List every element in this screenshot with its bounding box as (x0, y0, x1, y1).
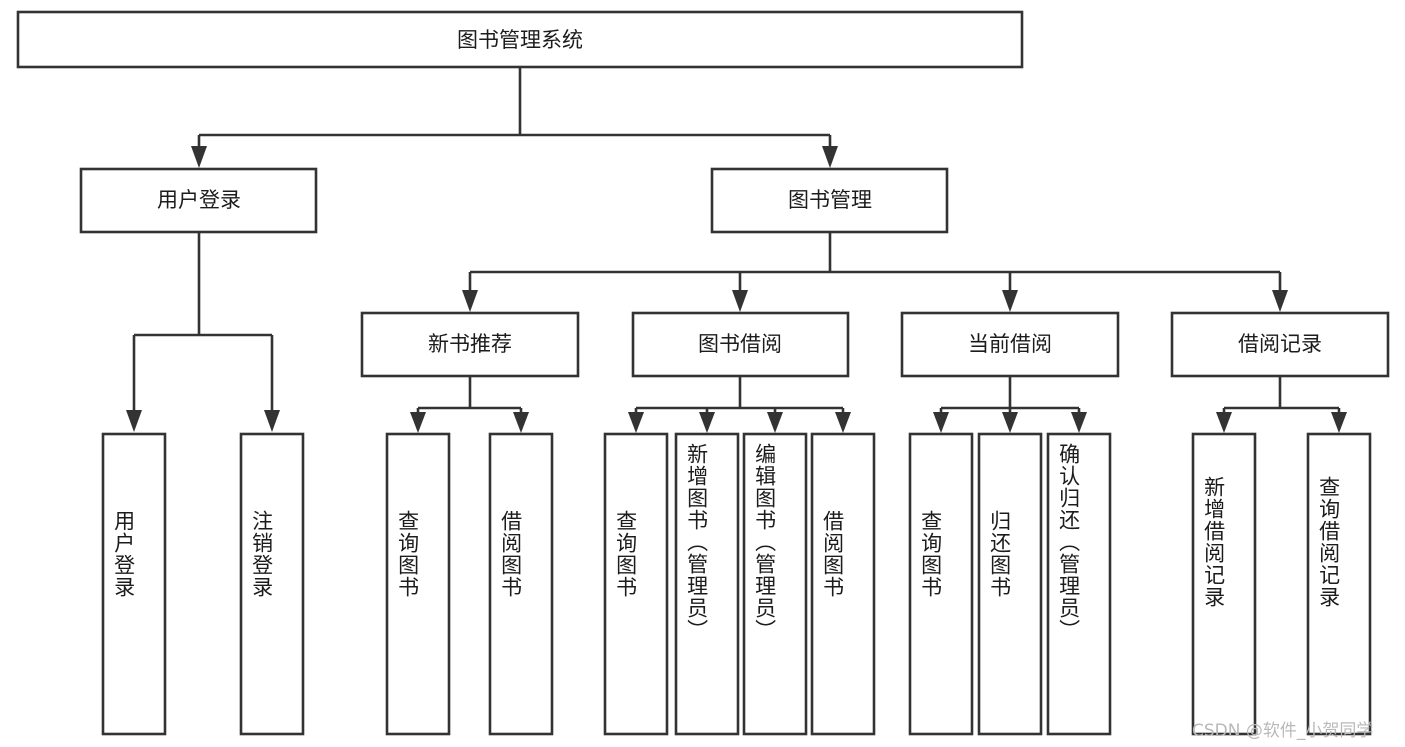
leaf-box-10[interactable] (1046, 432, 1112, 736)
node-book-borrow-label: 图书借阅 (698, 332, 782, 356)
connector-root-to-level2 (191, 67, 838, 168)
leaf-box-2[interactable] (385, 432, 451, 736)
leaf-box-4[interactable] (603, 432, 669, 736)
node-new-book-recommend[interactable] (360, 311, 580, 378)
leaf-box-1[interactable] (239, 432, 305, 736)
node-book-management[interactable] (710, 167, 949, 234)
leaf-box-9[interactable] (977, 432, 1043, 736)
node-root[interactable] (16, 10, 1024, 69)
node-root-label: 图书管理系统 (457, 28, 583, 52)
node-book-borrow[interactable] (631, 311, 850, 378)
leaf-box-11[interactable] (1191, 432, 1257, 736)
csdn-watermark: CSDN @软件_小贺同学 (1192, 721, 1374, 741)
node-book-management-label: 图书管理 (788, 188, 872, 212)
node-borrow-record[interactable] (1170, 311, 1390, 378)
leaf-box-7[interactable] (810, 432, 876, 736)
leaf-box-5[interactable] (674, 432, 740, 736)
node-current-borrow-label: 当前借阅 (968, 332, 1052, 356)
connector-userlogin-to-leaves (126, 232, 280, 432)
leaf-box-3[interactable] (488, 432, 554, 736)
connector-bookmgmt-to-level3 (462, 232, 1288, 312)
node-new-book-recommend-label: 新书推荐 (428, 332, 512, 356)
node-user-login[interactable] (79, 167, 318, 234)
connector-borrow-to-leaves (628, 376, 851, 433)
leaf-box-0[interactable] (101, 432, 167, 736)
leaf-box-6[interactable] (742, 432, 808, 736)
leaf-box-8[interactable] (908, 432, 974, 736)
connector-newbook-to-leaves (410, 376, 529, 433)
leaf-box-12[interactable] (1306, 432, 1372, 736)
connector-current-to-leaves (933, 376, 1087, 433)
node-borrow-record-label: 借阅记录 (1238, 332, 1322, 356)
node-current-borrow[interactable] (900, 311, 1120, 378)
node-user-login-label: 用户登录 (157, 188, 241, 212)
connector-record-to-leaves (1216, 376, 1347, 433)
